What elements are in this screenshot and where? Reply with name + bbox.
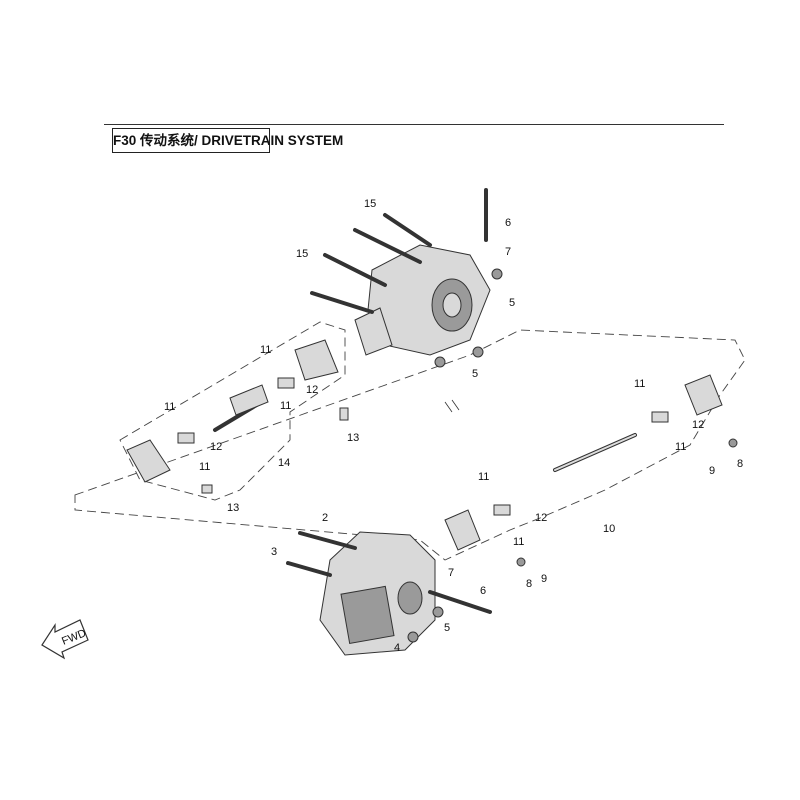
- bolt: [286, 561, 332, 577]
- callout-14: 14: [278, 457, 290, 469]
- nut: [432, 606, 444, 618]
- callout-12c: 12: [692, 419, 704, 431]
- nut: [491, 268, 503, 280]
- fwd-arrow-icon: FWD: [41, 619, 89, 660]
- callout-12a: 12: [306, 384, 318, 396]
- callout-12b: 12: [210, 441, 222, 453]
- nut: [728, 438, 738, 448]
- flange-yoke: [294, 339, 339, 381]
- stud: [428, 590, 492, 614]
- callout-8a: 8: [737, 458, 743, 470]
- break-mark: [444, 401, 453, 413]
- bolt: [383, 213, 432, 247]
- bolt: [310, 291, 374, 314]
- bolt-head: [407, 631, 419, 643]
- flange-yoke: [444, 509, 481, 551]
- callout-11f: 11: [675, 441, 686, 453]
- callout-5b: 5: [472, 368, 478, 380]
- nut: [516, 557, 526, 567]
- callout-11a: 11: [260, 344, 271, 356]
- callout-6a: 6: [505, 217, 511, 229]
- callout-11h: 11: [513, 536, 524, 548]
- callout-4: 4: [394, 642, 400, 654]
- bolt: [339, 407, 349, 421]
- nut: [434, 356, 446, 368]
- rear-gearbox: [319, 531, 436, 656]
- callout-11g: 11: [478, 471, 489, 483]
- shaft-yoke: [229, 384, 269, 416]
- universal-joint: [177, 432, 195, 444]
- callout-15a: 15: [364, 198, 376, 210]
- callout-13a: 13: [347, 432, 359, 444]
- diagram-frame: [104, 124, 724, 685]
- universal-joint: [277, 377, 295, 389]
- universal-joint: [651, 411, 669, 423]
- callout-9b: 9: [541, 573, 547, 585]
- callout-15b: 15: [296, 248, 308, 260]
- callout-11e: 11: [634, 378, 645, 390]
- callout-3: 3: [271, 546, 277, 558]
- callout-6b: 6: [480, 585, 486, 597]
- callout-2: 2: [322, 512, 328, 524]
- callout-5c: 5: [444, 622, 450, 634]
- universal-joint: [493, 504, 511, 516]
- rear-shaft-assembly-box: [74, 329, 746, 561]
- callout-8b: 8: [526, 578, 532, 590]
- bolt: [298, 531, 357, 550]
- front-differential: [354, 244, 491, 356]
- break-mark: [451, 399, 460, 411]
- callout-11b: 11: [280, 400, 291, 412]
- callout-11c: 11: [164, 401, 175, 413]
- callout-11d: 11: [199, 461, 210, 473]
- flange-yoke: [126, 439, 171, 483]
- bolt: [201, 484, 213, 494]
- flange-yoke: [684, 374, 723, 416]
- callout-13b: 13: [227, 502, 239, 514]
- callout-9a: 9: [709, 465, 715, 477]
- callout-10: 10: [603, 523, 615, 535]
- bolt: [353, 228, 422, 264]
- front-shaft-assembly-box: [119, 321, 346, 501]
- callout-7b: 7: [448, 567, 454, 579]
- nut: [472, 346, 484, 358]
- bolt: [323, 253, 387, 287]
- callout-7a: 7: [505, 246, 511, 258]
- callout-12d: 12: [535, 512, 547, 524]
- shaft-highlight: [554, 434, 636, 471]
- callout-5a: 5: [509, 297, 515, 309]
